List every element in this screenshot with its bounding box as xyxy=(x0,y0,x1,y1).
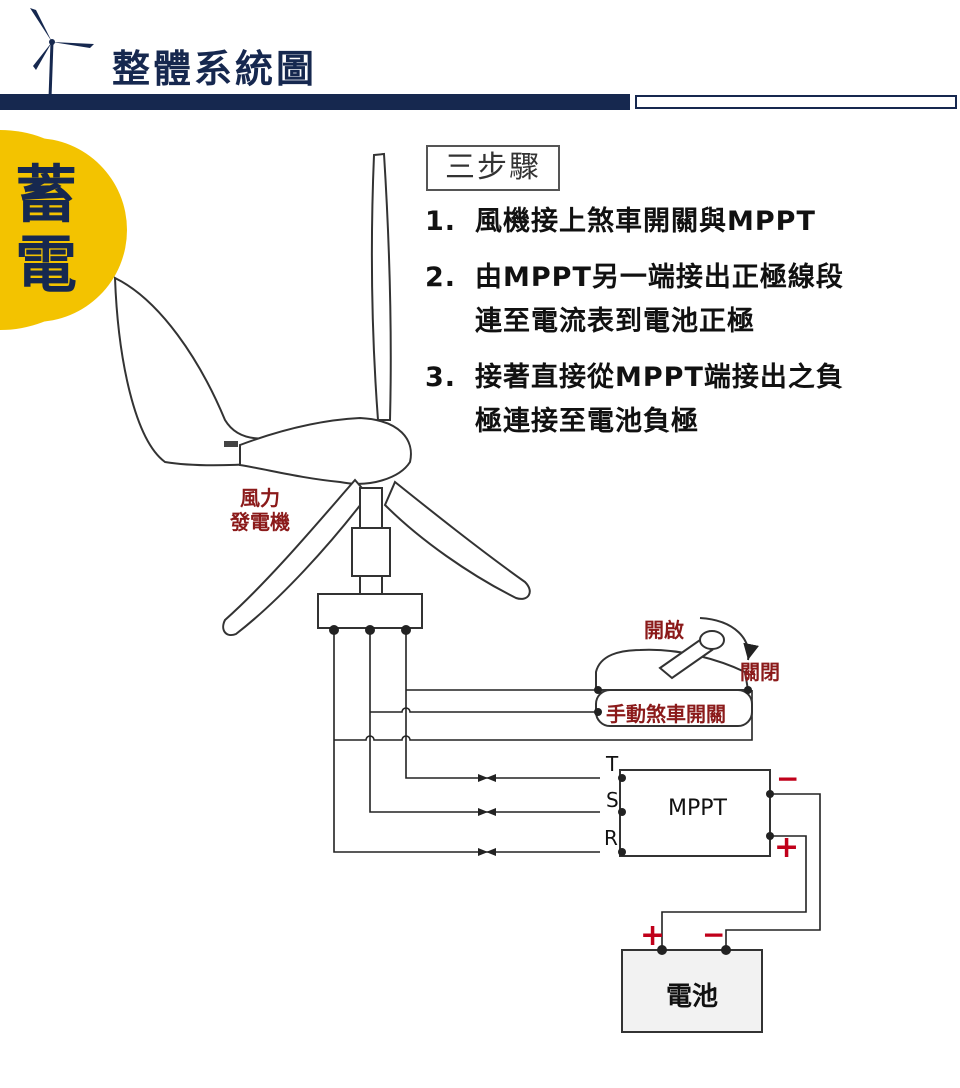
turbine-nacelle xyxy=(239,416,412,485)
wind-turbine-label-line-2: 發電機 xyxy=(230,510,290,534)
nacelle-minus-mark xyxy=(224,441,238,447)
battery-minus-sign: − xyxy=(702,918,726,951)
header-bar-dark xyxy=(0,94,630,110)
step-1: 1. 風機接上煞車開關與MPPT xyxy=(425,200,945,244)
step-number: 3. xyxy=(425,362,457,393)
step-text-line: 風機接上煞車開關與MPPT xyxy=(475,206,816,237)
header-bar-outline xyxy=(635,95,957,109)
mppt-plus-sign: + xyxy=(774,830,800,865)
page-title: 整體系統圖 xyxy=(112,47,318,91)
step-text-line: 由MPPT另一端接出正極線段 xyxy=(475,262,844,293)
badge-line-2: 電 xyxy=(14,228,77,301)
badge-line-1: 蓄 xyxy=(14,158,77,231)
badge-label: 蓄 電 xyxy=(6,160,86,300)
header-graphics xyxy=(0,8,957,110)
close-label: 關閉 xyxy=(740,660,780,684)
wind-turbine-logo-icon xyxy=(30,8,94,99)
mppt-input-arrows xyxy=(478,774,496,856)
turbine-tail-fin xyxy=(113,276,307,467)
step-text-line: 接著直接從MPPT端接出之負 xyxy=(475,362,844,393)
turbine-terminals xyxy=(329,625,411,635)
steps-list: 1. 風機接上煞車開關與MPPT 2. 由MPPT另一端接出正極線段 連至電流表… xyxy=(425,200,945,456)
wind-turbine-label: 風力 發電機 xyxy=(225,486,295,534)
battery-label: 電池 xyxy=(666,982,719,1012)
steps-heading: 三步驟 xyxy=(426,145,560,191)
brake-switch-label: 手動煞車開關 xyxy=(606,702,726,726)
step-number: 2. xyxy=(425,262,457,293)
step-number: 1. xyxy=(425,206,457,237)
battery-plus-sign: + xyxy=(640,918,666,953)
turbine-blade-up xyxy=(370,152,392,421)
step-text-line: 極連接至電池負極 xyxy=(475,406,699,437)
open-label: 開啟 xyxy=(644,618,684,642)
terminal-r-label: R xyxy=(604,826,618,850)
step-text-line: 連至電流表到電池正極 xyxy=(475,306,755,337)
turbine-blade-right xyxy=(383,480,531,600)
switch-rotate-arrow xyxy=(699,617,759,661)
step-2: 2. 由MPPT另一端接出正極線段 連至電流表到電池正極 xyxy=(425,256,945,344)
terminal-t-label: T xyxy=(606,752,619,776)
turbine-tower-upper xyxy=(359,487,383,531)
step-3: 3. 接著直接從MPPT端接出之負 極連接至電池負極 xyxy=(425,356,945,444)
mppt-minus-sign: − xyxy=(776,762,800,795)
badge-circle xyxy=(0,130,127,330)
mppt-label: MPPT xyxy=(668,796,727,821)
turbine-base xyxy=(317,593,423,629)
turbine-tower-lower xyxy=(359,575,383,595)
wind-turbine-label-line-1: 風力 xyxy=(240,486,280,510)
turbine-tower-box xyxy=(351,527,391,577)
terminal-s-label: S xyxy=(606,788,619,812)
